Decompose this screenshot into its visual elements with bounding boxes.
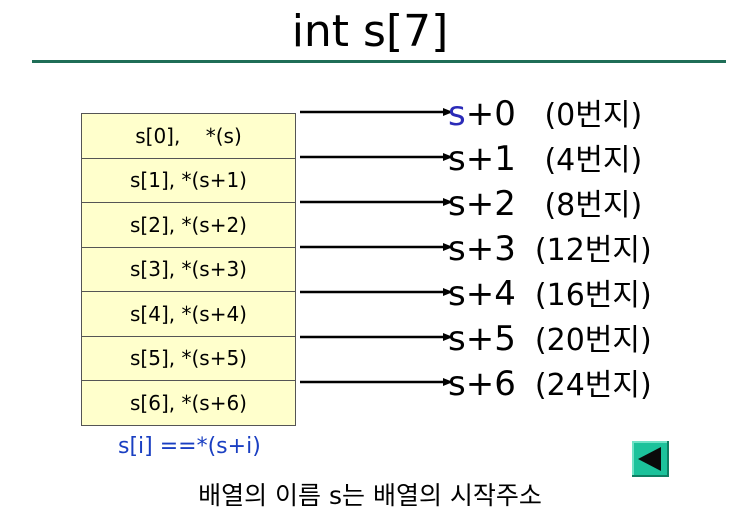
array-cell: s[4], *(s+4) — [81, 291, 296, 337]
address-base: s — [448, 94, 466, 134]
address-offset: +5 — [465, 319, 516, 359]
address-offset: +6 — [465, 364, 516, 404]
address-label: s+5 (20번지) — [448, 317, 652, 361]
address-offset: +0 — [465, 94, 516, 134]
address-location: (0번지) — [515, 98, 643, 133]
address-location: (20번지) — [515, 323, 652, 358]
address-location: (12번지) — [515, 233, 652, 268]
address-location: (16번지) — [515, 278, 652, 313]
address-location: (4번지) — [515, 143, 643, 178]
address-location: (24번지) — [515, 368, 652, 403]
slide-caption: 배열의 이름 s는 배열의 시작주소 — [198, 481, 542, 510]
address-base: s — [448, 274, 466, 314]
slide-title: int s[7] — [291, 6, 449, 57]
address-base: s — [448, 319, 466, 359]
array-cell: s[6], *(s+6) — [81, 380, 296, 426]
address-offset: +4 — [465, 274, 516, 314]
address-label: s+2 (8번지) — [448, 182, 642, 226]
address-offset: +2 — [465, 184, 516, 224]
address-label: s+4 (16번지) — [448, 272, 652, 316]
equivalence-formula: s[i] ==*(s+i) — [118, 434, 261, 459]
address-base: s — [448, 139, 466, 179]
address-offset: +3 — [465, 229, 516, 269]
title-divider — [32, 60, 726, 63]
array-cell: s[5], *(s+5) — [81, 335, 296, 381]
address-label: s+3 (12번지) — [448, 227, 652, 271]
address-base: s — [448, 364, 466, 404]
previous-slide-button[interactable] — [632, 441, 669, 477]
address-location: (8번지) — [515, 188, 643, 223]
address-label: s+1 (4번지) — [448, 137, 642, 181]
array-memory-cells: s[0], *(s) s[1], *(s+1) s[2], *(s+2) s[3… — [81, 113, 296, 426]
array-cell: s[0], *(s) — [81, 113, 296, 159]
address-base: s — [448, 229, 466, 269]
array-cell: s[3], *(s+3) — [81, 246, 296, 292]
address-label: s+6 (24번지) — [448, 362, 652, 406]
address-label: s+0 (0번지) — [448, 92, 642, 136]
triangle-left-icon — [638, 447, 661, 471]
address-offset: +1 — [465, 139, 516, 179]
address-base: s — [448, 184, 466, 224]
array-cell: s[2], *(s+2) — [81, 202, 296, 248]
